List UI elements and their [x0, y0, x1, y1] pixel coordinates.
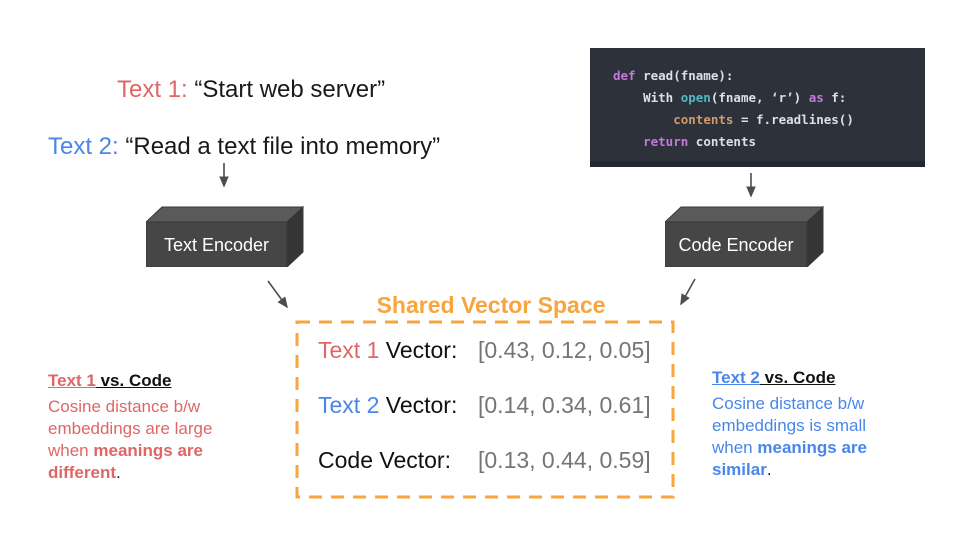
vector-row-text1-values: [0.43, 0.12, 0.05] [478, 337, 651, 363]
code-line: contents = f.readlines() [673, 112, 854, 127]
shared-vector-space-title: Shared Vector Space [376, 292, 606, 318]
code-encoder-box [665, 206, 824, 267]
right-note-line: Cosine distance b/w [712, 394, 865, 413]
vector-row-code-values: [0.13, 0.44, 0.59] [478, 447, 651, 473]
right-note-line: similar. [712, 460, 772, 479]
text-encoder-front-face [146, 221, 288, 267]
code-keyword: as [808, 90, 824, 105]
vector-space-dashed-box [295, 320, 675, 499]
vector-row-text1-label: Text 1 [318, 337, 380, 363]
vector-row-text1: Text 1 Vector:[0.43, 0.12, 0.05] [318, 337, 651, 363]
code-variable: contents [673, 112, 734, 127]
code-line: return contents [643, 134, 756, 149]
code-block-bottom-strip [590, 161, 925, 167]
code-encoder-label: Code Encoder [678, 234, 794, 255]
vector-row-text2: Text 2 Vector:[0.14, 0.34, 0.61] [318, 392, 651, 418]
right-note: Text 2 vs. Code Cosine distance b/w embe… [712, 367, 922, 481]
text2-label: Text 2: [48, 133, 119, 160]
text2-sentence: Text 2: “Read a text file into memory” [48, 133, 440, 161]
vector-row-text2-values: [0.14, 0.34, 0.61] [478, 392, 651, 418]
text1-label: Text 1: [117, 76, 188, 103]
text1-value: “Start web server” [194, 76, 386, 103]
right-note-line: when meanings are [712, 438, 867, 457]
right-note-line: embeddings is small [712, 416, 867, 435]
code-encoder-top-face [665, 206, 824, 223]
left-note-heading: Text 1 vs. Code [48, 371, 172, 390]
left-note-line: Cosine distance b/w [48, 397, 201, 416]
vector-row-text2-label: Text 2 [318, 392, 380, 418]
code-encoder-front-face [665, 221, 808, 267]
code-keyword: def [613, 68, 636, 83]
text2-value: “Read a text file into memory” [125, 133, 441, 160]
dashed-border [295, 320, 675, 499]
vector-row-code: Code Vector:[0.13, 0.44, 0.59] [318, 447, 651, 473]
arrow-text-encoder-to-vector-space [267, 280, 288, 309]
code-line: With open(fname, ‘r’) as f: [613, 90, 847, 105]
right-note-heading: Text 2 vs. Code [712, 368, 836, 387]
vector-row-code-label: Code [318, 447, 373, 473]
code-keyword: return [643, 134, 689, 149]
text-encoder-box [146, 206, 304, 267]
text1-sentence: Text 1: “Start web server” [117, 76, 385, 104]
code-snippet-block: def read(fname): With open(fname, ‘r’) a… [590, 48, 925, 167]
left-note: Text 1 vs. Code Cosine distance b/w embe… [48, 370, 268, 484]
code-line: def read(fname): [613, 68, 734, 83]
code-function: open [680, 90, 711, 105]
left-note-line: different. [48, 463, 121, 482]
left-note-line: when meanings are [48, 441, 203, 460]
arrow-code-encoder-to-vector-space [680, 278, 696, 306]
text-encoder-label: Text Encoder [163, 234, 270, 255]
text-encoder-top-face [146, 206, 304, 223]
left-note-line: embeddings are large [48, 419, 213, 438]
